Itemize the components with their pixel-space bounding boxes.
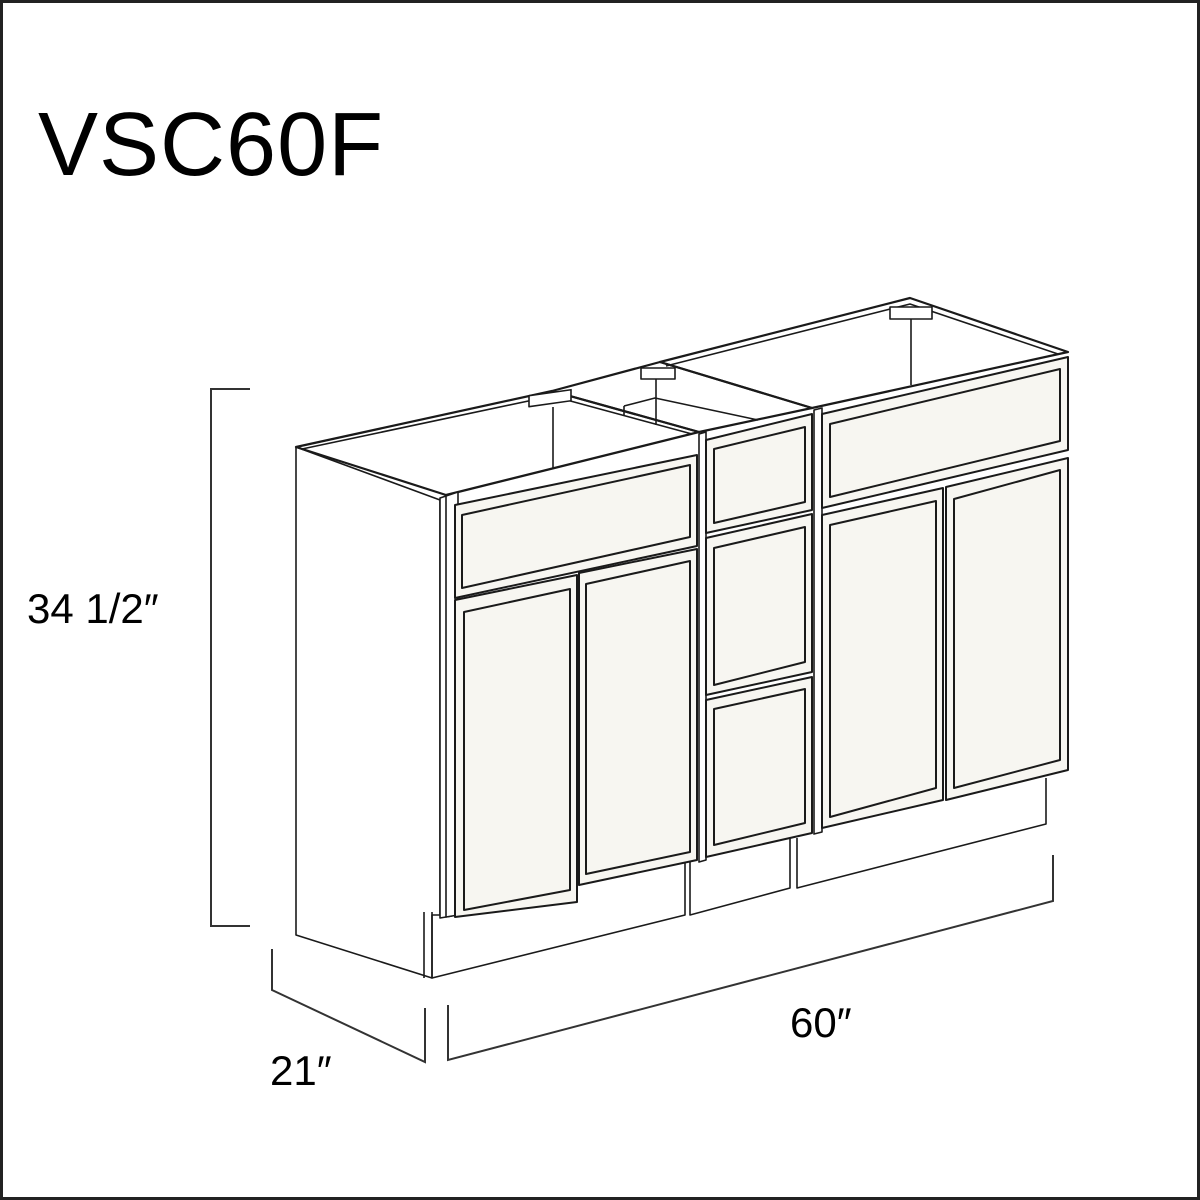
left-false-drawer-front[interactable] (454, 454, 698, 599)
depth-dimension-label: 21″ (270, 1047, 332, 1094)
bottom-drawer[interactable] (705, 676, 813, 858)
cabinet-top-frame (294, 296, 1070, 497)
width-dimension-bracket (447, 855, 1054, 1062)
depth-dimension-bracket (271, 949, 426, 1064)
left-cabinet-door-2[interactable] (578, 548, 698, 886)
height-dimension-bracket (210, 388, 250, 927)
left-side-panel (295, 446, 441, 979)
right-cabinet-door-2[interactable] (945, 457, 1069, 801)
left-sink-base (439, 454, 698, 919)
right-sink-base (813, 356, 1069, 835)
middle-drawer[interactable] (705, 513, 813, 696)
height-dimension-label: 34 1/2″ (27, 585, 159, 632)
left-cabinet-door-1[interactable] (454, 574, 578, 918)
middle-drawer-bank (698, 413, 813, 863)
top-small-drawer[interactable] (705, 413, 813, 534)
width-dimension-label: 60″ (790, 999, 852, 1046)
model-title: VSC60F (38, 95, 385, 195)
right-cabinet-door-1[interactable] (821, 487, 944, 829)
right-false-drawer-front[interactable] (821, 356, 1069, 509)
toe-kick (423, 778, 1047, 979)
